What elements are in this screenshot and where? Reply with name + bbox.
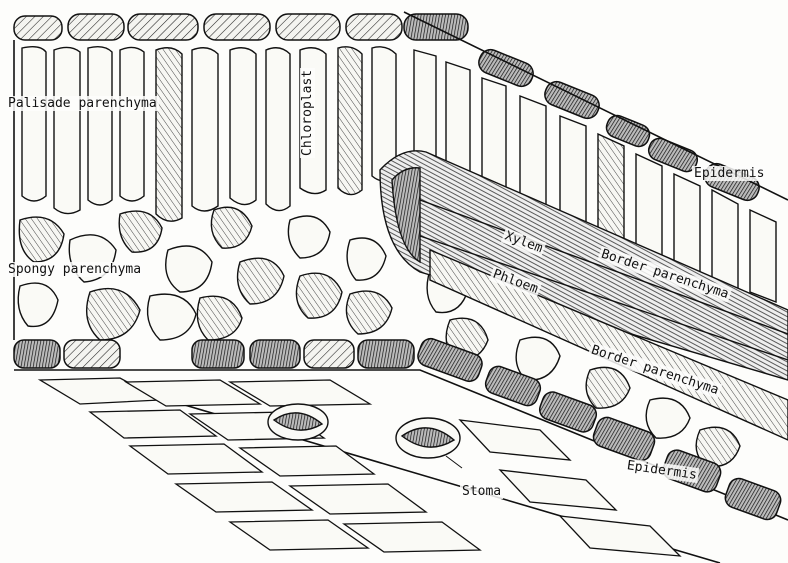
epidermis-upper-label: Epidermis <box>692 166 766 181</box>
spongy-parenchyma-label: Spongy parenchyma <box>6 262 143 277</box>
upper-epidermis-front <box>14 14 402 40</box>
palisade-parenchyma-label: Palisade parenchyma <box>6 96 159 111</box>
leader-lines <box>446 456 462 468</box>
stoma-label: Stoma <box>460 484 503 499</box>
lower-epidermis-front <box>14 340 414 368</box>
chloroplast-label: Chloroplast <box>300 68 315 158</box>
palisade-cells <box>22 47 396 222</box>
